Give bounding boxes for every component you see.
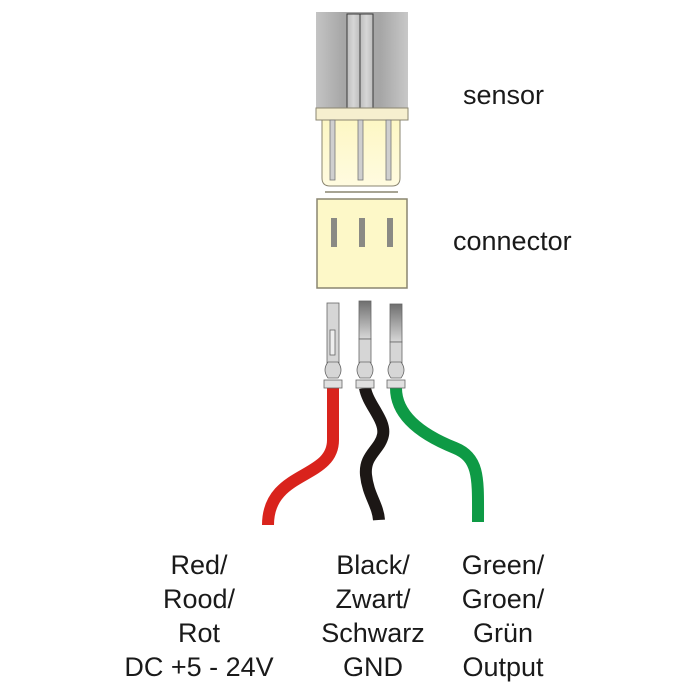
black-wire-label: Black/ Zwart/ Schwarz GND bbox=[308, 548, 438, 684]
sensor-pin-1 bbox=[329, 119, 336, 181]
terminal-black bbox=[355, 300, 375, 389]
black-wire bbox=[359, 386, 390, 521]
black-label-line-2: Zwart/ bbox=[335, 584, 411, 614]
sensor-pin-2 bbox=[357, 119, 364, 181]
black-label-line-4: GND bbox=[343, 652, 403, 682]
green-wire bbox=[390, 387, 485, 523]
sensor bbox=[315, 12, 409, 193]
connector-slot-1 bbox=[331, 218, 337, 247]
black-label-line-1: Black/ bbox=[336, 550, 410, 580]
green-label-line-4: Output bbox=[462, 652, 544, 682]
green-label-line-1: Green/ bbox=[461, 550, 545, 580]
red-wire bbox=[262, 388, 339, 526]
sensor-pin-3 bbox=[385, 119, 392, 181]
green-wire-label: Green/ Groen/ Grün Output bbox=[448, 548, 558, 684]
sensor-collar bbox=[315, 107, 409, 121]
wires bbox=[262, 386, 485, 526]
green-label-line-2: Groen/ bbox=[461, 584, 545, 614]
connector-slot-3 bbox=[387, 218, 393, 247]
sensor-center-strip-left bbox=[346, 13, 361, 109]
sensor-label: sensor bbox=[463, 80, 545, 110]
red-label-line-4: DC +5 - 24V bbox=[124, 652, 274, 682]
red-wire-label: Red/ Rood/ Rot DC +5 - 24V bbox=[104, 548, 294, 684]
red-label-line-2: Rood/ bbox=[162, 584, 236, 614]
connector bbox=[316, 198, 408, 289]
red-label-line-1: Red/ bbox=[170, 550, 228, 580]
black-label-line-3: Schwarz bbox=[321, 618, 425, 648]
terminal-green bbox=[386, 303, 406, 389]
sensor-center-strip-right bbox=[359, 13, 374, 109]
red-label-line-3: Rot bbox=[177, 618, 221, 648]
connector-slot-2 bbox=[359, 218, 365, 247]
terminal-red bbox=[323, 302, 343, 389]
connector-label: connector bbox=[453, 226, 572, 256]
green-label-line-3: Grün bbox=[472, 618, 534, 648]
